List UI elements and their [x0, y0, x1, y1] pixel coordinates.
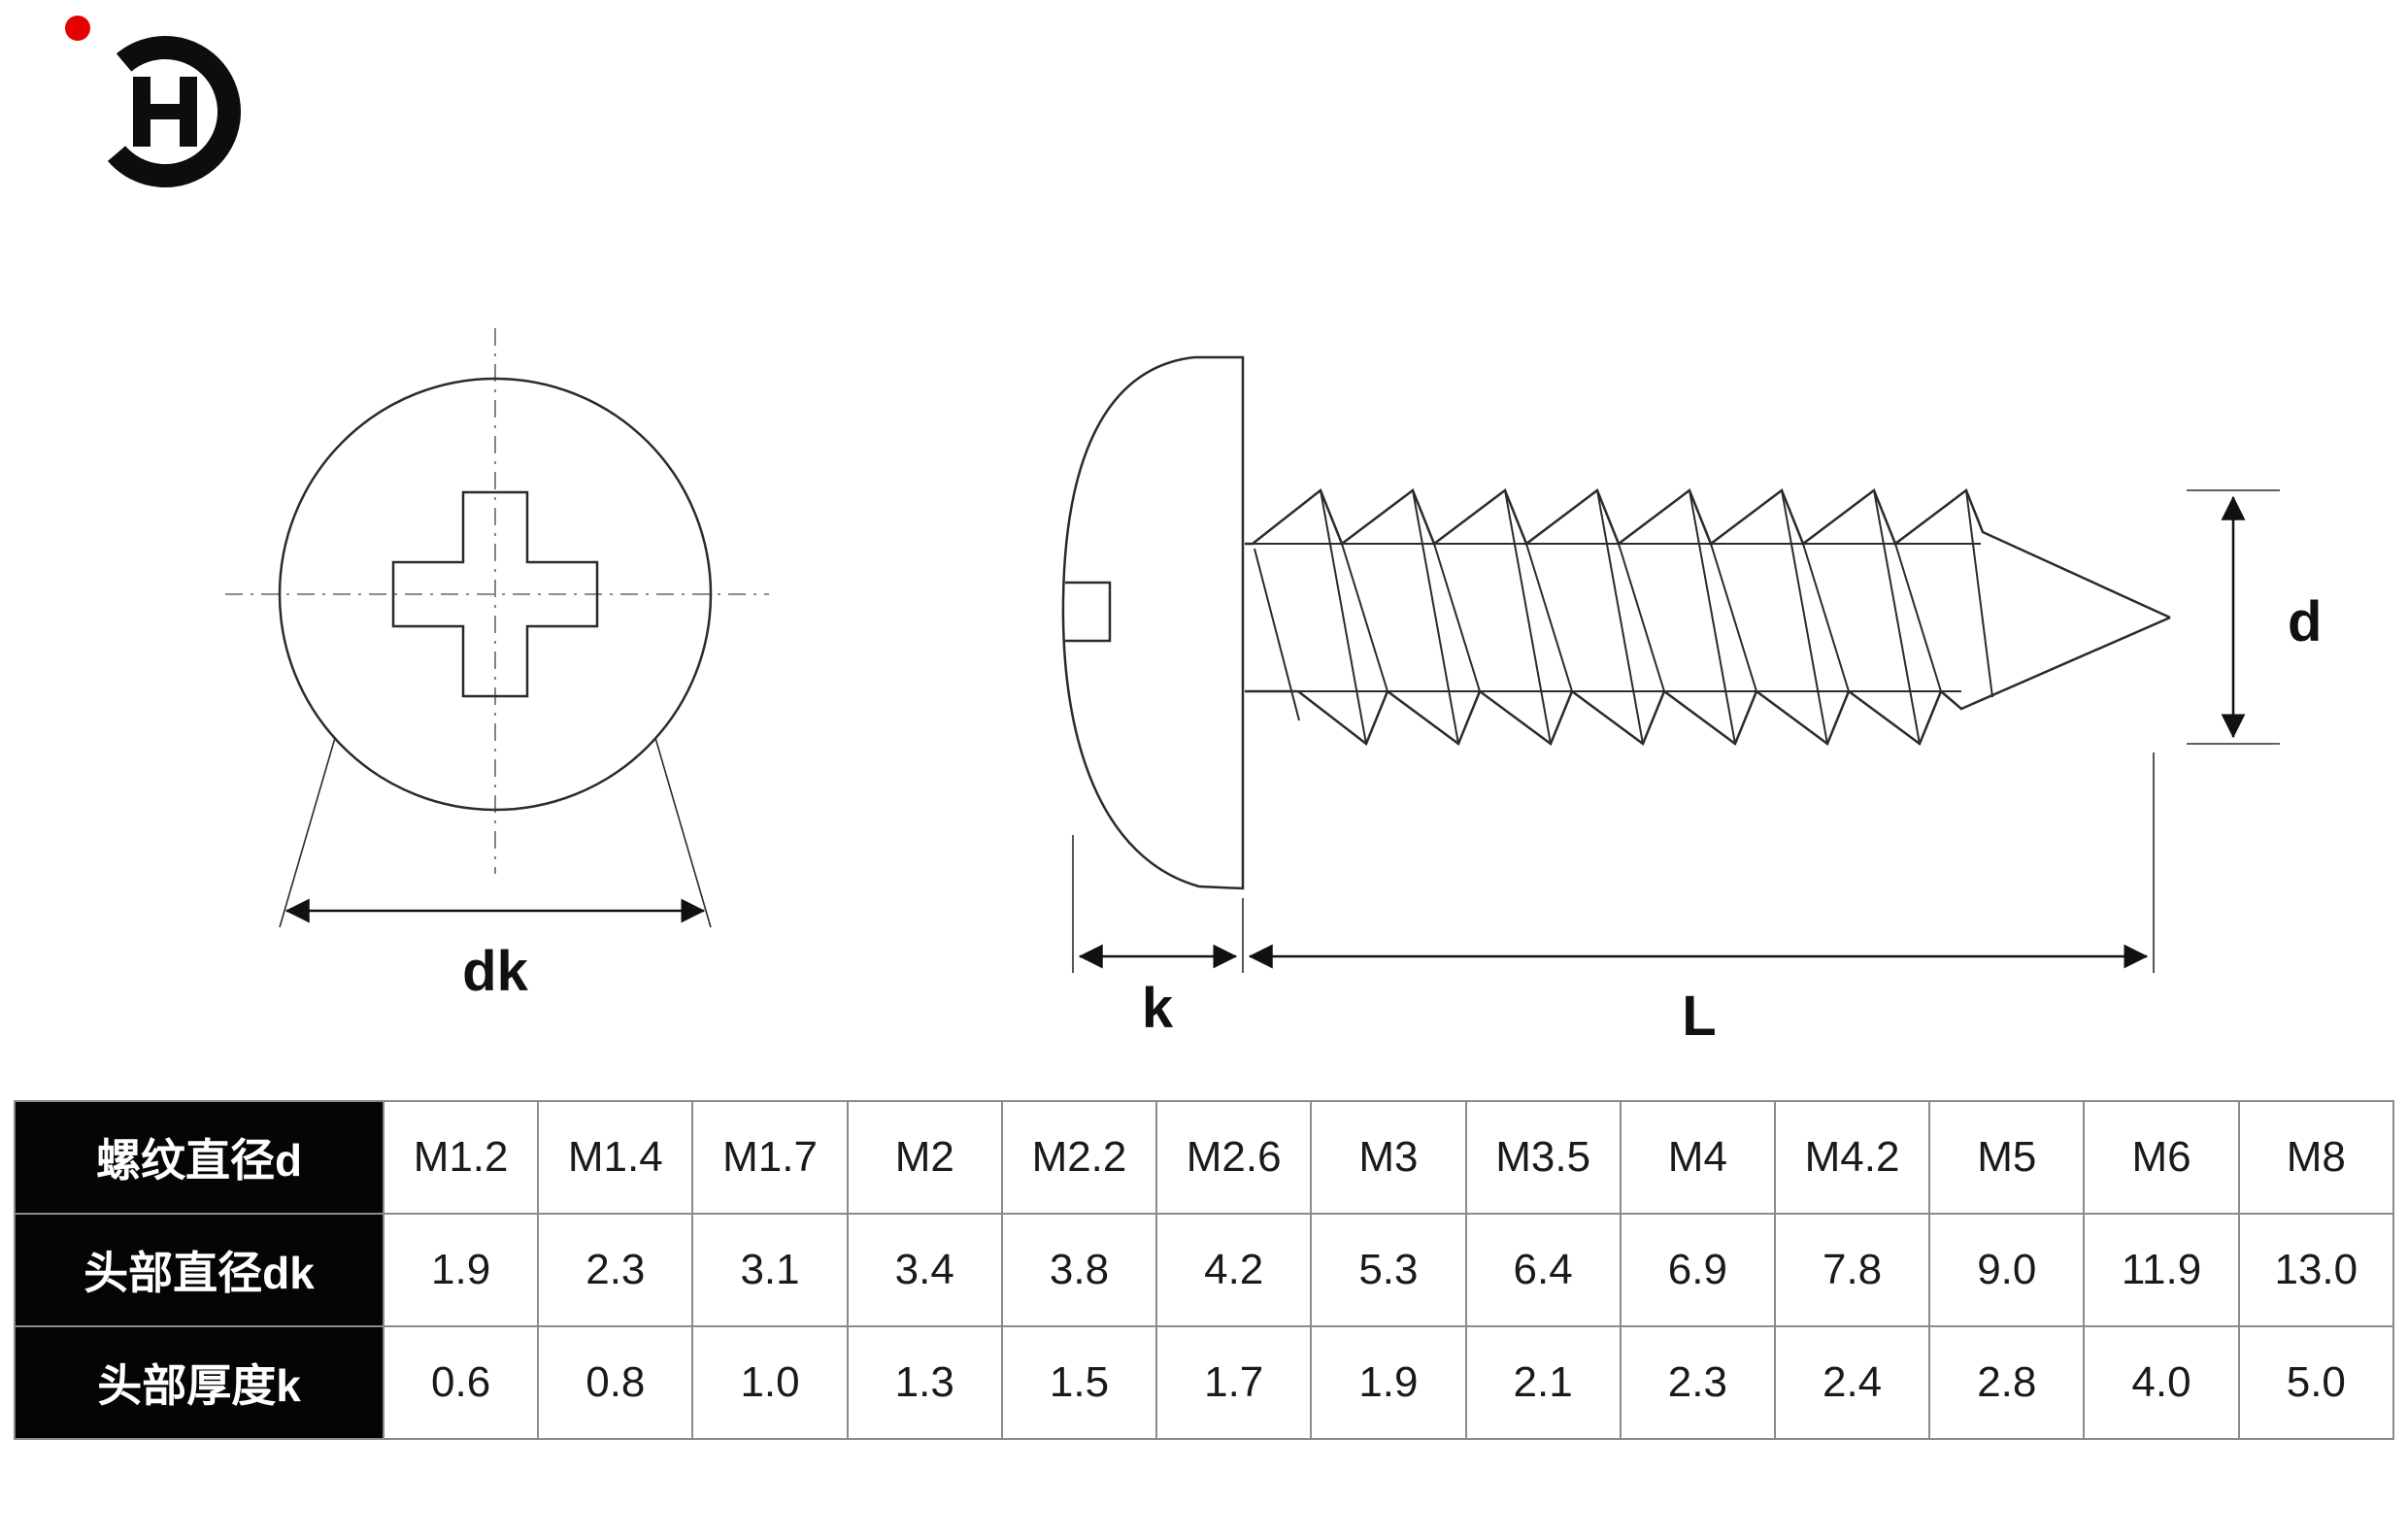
table-cell: M1.2	[382, 1100, 540, 1215]
table-cell: M8	[2237, 1100, 2395, 1215]
table-cell: 1.5	[1000, 1325, 1158, 1440]
row-header: 头部厚度k	[14, 1325, 385, 1440]
table-cell: 4.0	[2083, 1325, 2240, 1440]
d-dimension-label: d	[2288, 590, 2322, 653]
table-cell: 5.0	[2237, 1325, 2395, 1440]
l-dimension-label: L	[1682, 985, 1716, 1048]
slot-notch	[1065, 581, 1112, 643]
table-cell: 1.0	[691, 1325, 849, 1440]
dk-dimension-label: dk	[462, 940, 528, 1003]
table-cell: 6.9	[1619, 1213, 1776, 1327]
table-cell: M2	[846, 1100, 1003, 1215]
table-cell: 9.0	[1928, 1213, 2086, 1327]
head-circle	[278, 377, 713, 812]
logo-red-dot	[65, 16, 90, 41]
table-cell: 3.1	[691, 1213, 849, 1327]
brand-logo	[65, 16, 241, 187]
table-cell: 1.7	[1155, 1325, 1313, 1440]
table-cell: 1.9	[1310, 1325, 1467, 1440]
table-cell: M3.5	[1464, 1100, 1622, 1215]
table-cell: M2.6	[1155, 1100, 1313, 1215]
table-cell: 2.8	[1928, 1325, 2086, 1440]
table-cell: 2.4	[1773, 1325, 1931, 1440]
table-cell: M2.2	[1000, 1100, 1158, 1215]
screw-diagram: dk	[65, 16, 2322, 1048]
table-cell: 4.2	[1155, 1213, 1313, 1327]
table-cell: M4.2	[1773, 1100, 1931, 1215]
k-dimension-label: k	[1142, 977, 1174, 1040]
witness-line	[279, 737, 336, 928]
table-cell: 2.3	[537, 1213, 694, 1327]
thread-flank-lines	[1320, 489, 1993, 745]
screw-side-view	[1061, 355, 2280, 973]
witness-line	[654, 737, 712, 928]
table-cell: 0.8	[537, 1325, 694, 1440]
table-cell: 1.3	[846, 1325, 1003, 1440]
table-cell: M3	[1310, 1100, 1467, 1215]
table-cell: M1.7	[691, 1100, 849, 1215]
table-cell: 6.4	[1464, 1213, 1622, 1327]
logo-ring	[89, 36, 241, 187]
table-cell: M5	[1928, 1100, 2086, 1215]
table-cell: 0.6	[382, 1325, 540, 1440]
table-cell: 3.8	[1000, 1213, 1158, 1327]
table-cell: M1.4	[537, 1100, 694, 1215]
thread-flank-lines-inner	[1341, 543, 1942, 692]
table-cell: 2.1	[1464, 1325, 1622, 1440]
table-cell: 3.4	[846, 1213, 1003, 1327]
table-cell: 7.8	[1773, 1213, 1931, 1327]
table-cell: 2.3	[1619, 1325, 1776, 1440]
screw-front-view	[225, 328, 769, 928]
table-cell: 11.9	[2083, 1213, 2240, 1327]
thread-bottom-outline	[1245, 616, 2171, 746]
thread-start-line	[1254, 548, 1300, 721]
table-cell: M6	[2083, 1100, 2240, 1215]
row-header: 螺纹直径d	[14, 1100, 385, 1215]
table-cell: 13.0	[2237, 1213, 2395, 1327]
table-cell: 1.9	[382, 1213, 540, 1327]
phillips-recess	[391, 490, 599, 698]
row-header: 头部直径dk	[14, 1213, 385, 1327]
logo-letter-bar	[133, 104, 197, 119]
head-profile	[1061, 355, 1245, 890]
thread-top-outline	[1245, 487, 2171, 619]
table-cell: M4	[1619, 1100, 1776, 1215]
table-cell: 5.3	[1310, 1213, 1467, 1327]
